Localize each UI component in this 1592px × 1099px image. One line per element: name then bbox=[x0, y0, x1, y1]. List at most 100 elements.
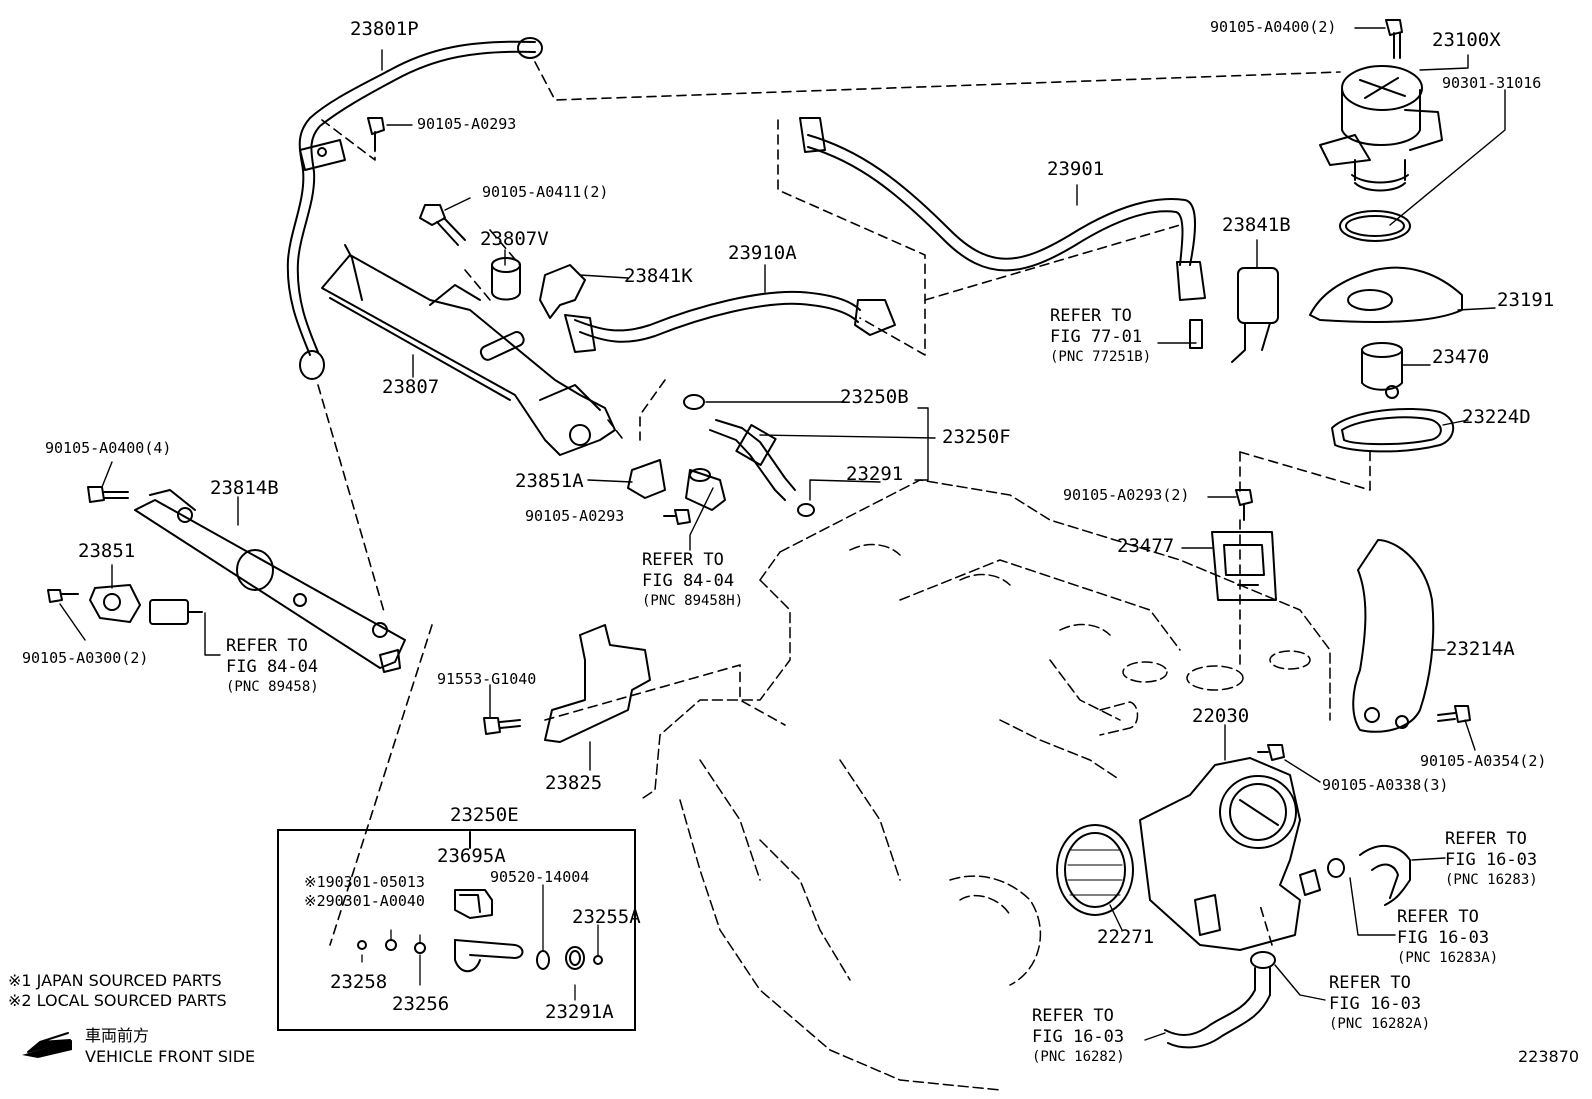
adapter-23851-drawing bbox=[89, 584, 141, 623]
note-japan-sourced: ※1 JAPAN SOURCED PARTS bbox=[8, 971, 222, 990]
ref-fig-84-04-a-text: REFER TO FIG 84-04 bbox=[642, 550, 735, 591]
label-91553-G1040: 91553-G1040 bbox=[437, 670, 537, 688]
ref-fig-16-03-c-pnc: (PNC 16282A) bbox=[1329, 1016, 1431, 1032]
label-23851A: 23851A bbox=[515, 470, 584, 492]
gasket-23224D-drawing bbox=[1331, 407, 1455, 453]
label-23250F: 23250F bbox=[942, 426, 1011, 448]
hose-16283-drawing bbox=[1327, 845, 1411, 906]
bracket-23825-drawing bbox=[544, 624, 651, 743]
label-23807V: 23807V bbox=[480, 228, 549, 250]
injector-23250F-drawing bbox=[683, 394, 815, 517]
hose-16282-drawing bbox=[1164, 951, 1276, 1049]
label-23695A: 23695A bbox=[437, 845, 506, 867]
label-23258: 23258 bbox=[330, 971, 388, 993]
label-23256: 23256 bbox=[392, 993, 450, 1015]
engine-outline-drawing bbox=[639, 479, 1331, 1091]
vehicle-front-en: VEHICLE FRONT SIDE bbox=[85, 1047, 256, 1066]
label-23807: 23807 bbox=[382, 376, 440, 398]
bolt-A0300-drawing bbox=[47, 589, 79, 603]
ref-fig-16-03-d-pnc: (PNC 16282) bbox=[1032, 1049, 1125, 1065]
bolt-91553-drawing bbox=[483, 717, 521, 735]
figure-id: 223870 bbox=[1518, 1047, 1580, 1066]
o-ring-90301-31016-drawing bbox=[1339, 210, 1411, 242]
label-23814B: 23814B bbox=[210, 477, 279, 499]
leader-lines bbox=[59, 27, 1506, 1041]
label-23470: 23470 bbox=[1432, 346, 1490, 368]
gasket-22271-drawing bbox=[1056, 824, 1134, 916]
pipe-23901-drawing bbox=[799, 117, 1206, 301]
sensor-23841B-drawing bbox=[1231, 267, 1279, 363]
fuel-rail-23807-drawing bbox=[321, 244, 616, 456]
delivery-pipe-23814B-drawing bbox=[134, 489, 406, 673]
label-23291A: 23291A bbox=[545, 1001, 614, 1023]
bolt-A0338-drawing bbox=[1257, 744, 1285, 761]
label-23250B: 23250B bbox=[840, 386, 909, 408]
bolt-A0293-2-drawing bbox=[1235, 489, 1253, 521]
ref-fig-84-04-b-pnc: (PNC 89458) bbox=[226, 679, 319, 695]
ref-fig-16-03-b-text: REFER TO FIG 16-03 bbox=[1397, 907, 1490, 948]
inset-box-23250E bbox=[277, 829, 636, 1031]
fuel-pump-23100X-drawing bbox=[1319, 65, 1443, 192]
label-90105-A0400-4: 90105-A0400(4) bbox=[45, 439, 172, 457]
pressure-sensor-drawing bbox=[685, 468, 726, 511]
cover-23477-drawing bbox=[1211, 531, 1277, 601]
ref-fig-16-03-a[interactable]: REFER TO FIG 16-03 (PNC 16283) bbox=[1445, 829, 1538, 887]
hose-23910A-drawing bbox=[564, 290, 896, 353]
label-23801P: 23801P bbox=[350, 18, 419, 40]
ref-fig-84-04-a[interactable]: REFER TO FIG 84-04 (PNC 89458H) bbox=[642, 550, 743, 608]
label-90520-14004: 90520-14004 bbox=[490, 868, 590, 886]
fuel-sensor-drawing bbox=[149, 599, 203, 625]
inset-parts-drawing bbox=[357, 831, 603, 1001]
label-90301-05013: ※190301-05013 bbox=[304, 873, 425, 891]
label-90105-A0411: 90105-A0411(2) bbox=[482, 183, 609, 201]
bolt-A0293-mid-drawing bbox=[663, 509, 691, 525]
label-90105-A0293-mid: 90105-A0293 bbox=[525, 507, 625, 525]
ref-fig-16-03-c[interactable]: REFER TO FIG 16-03 (PNC 16282A) bbox=[1329, 973, 1430, 1031]
insulator-23191-drawing bbox=[1309, 266, 1463, 323]
label-23910A: 23910A bbox=[728, 242, 797, 264]
bracket-23214A-drawing bbox=[1352, 539, 1435, 733]
lifter-23470-drawing bbox=[1361, 342, 1403, 399]
bolt-A0354-drawing bbox=[1437, 705, 1471, 723]
ref-fig-16-03-a-text: REFER TO FIG 16-03 bbox=[1445, 829, 1538, 870]
bracket-23851A-drawing bbox=[627, 459, 666, 499]
label-23901: 23901 bbox=[1047, 158, 1105, 180]
ref-fig-16-03-a-pnc: (PNC 16283) bbox=[1445, 872, 1538, 888]
label-90105-A0293-top: 90105-A0293 bbox=[417, 115, 517, 133]
fuel-pipe-23801P-drawing bbox=[286, 37, 543, 380]
dashed-leaders bbox=[317, 61, 1371, 946]
ref-fig-16-03-d[interactable]: REFER TO FIG 16-03 (PNC 16282) bbox=[1032, 1006, 1125, 1064]
label-23224D: 23224D bbox=[1462, 406, 1531, 428]
vehicle-front-arrow bbox=[27, 1032, 71, 1053]
ref-fig-16-03-b[interactable]: REFER TO FIG 16-03 (PNC 16283A) bbox=[1397, 907, 1498, 965]
throttle-body-22030-drawing bbox=[1139, 757, 1321, 951]
ref-fig-84-04-b[interactable]: REFER TO FIG 84-04 (PNC 89458) bbox=[226, 636, 319, 694]
ref-fig-84-04-b-text: REFER TO FIG 84-04 bbox=[226, 636, 319, 677]
label-23100X: 23100X bbox=[1432, 29, 1501, 51]
label-23255A: 23255A bbox=[572, 906, 641, 928]
note-local-sourced: ※2 LOCAL SOURCED PARTS bbox=[8, 991, 227, 1010]
hose-stub-drawing bbox=[1189, 319, 1203, 349]
label-90105-A0293-2: 90105-A0293(2) bbox=[1063, 486, 1190, 504]
clip-23841K-drawing bbox=[539, 264, 586, 319]
label-23841B: 23841B bbox=[1222, 214, 1291, 236]
label-90301-31016: 90301-31016 bbox=[1442, 74, 1542, 92]
bolt-A0293-top-drawing bbox=[367, 117, 385, 151]
label-23191: 23191 bbox=[1497, 289, 1555, 311]
ref-fig-16-03-d-text: REFER TO FIG 16-03 bbox=[1032, 1006, 1125, 1047]
ref-fig-77-01[interactable]: REFER TO FIG 77-01 (PNC 77251B) bbox=[1050, 306, 1151, 364]
label-23841K: 23841K bbox=[624, 265, 693, 287]
spacer-23807V-drawing bbox=[491, 257, 521, 301]
vehicle-front-jp: 車両前方 bbox=[85, 1026, 150, 1045]
label-90105-A0338: 90105-A0338(3) bbox=[1322, 776, 1449, 794]
label-90301-A0040: ※290301-A0040 bbox=[304, 892, 425, 910]
label-22271: 22271 bbox=[1097, 926, 1155, 948]
label-23291: 23291 bbox=[846, 463, 904, 485]
ref-fig-77-01-text: REFER TO FIG 77-01 bbox=[1050, 306, 1143, 347]
bolt-A0400-2-drawing bbox=[1385, 19, 1403, 59]
label-23214A: 23214A bbox=[1446, 638, 1515, 660]
bolt-A0400-4-drawing bbox=[87, 486, 129, 503]
ref-fig-77-01-pnc: (PNC 77251B) bbox=[1050, 349, 1152, 365]
